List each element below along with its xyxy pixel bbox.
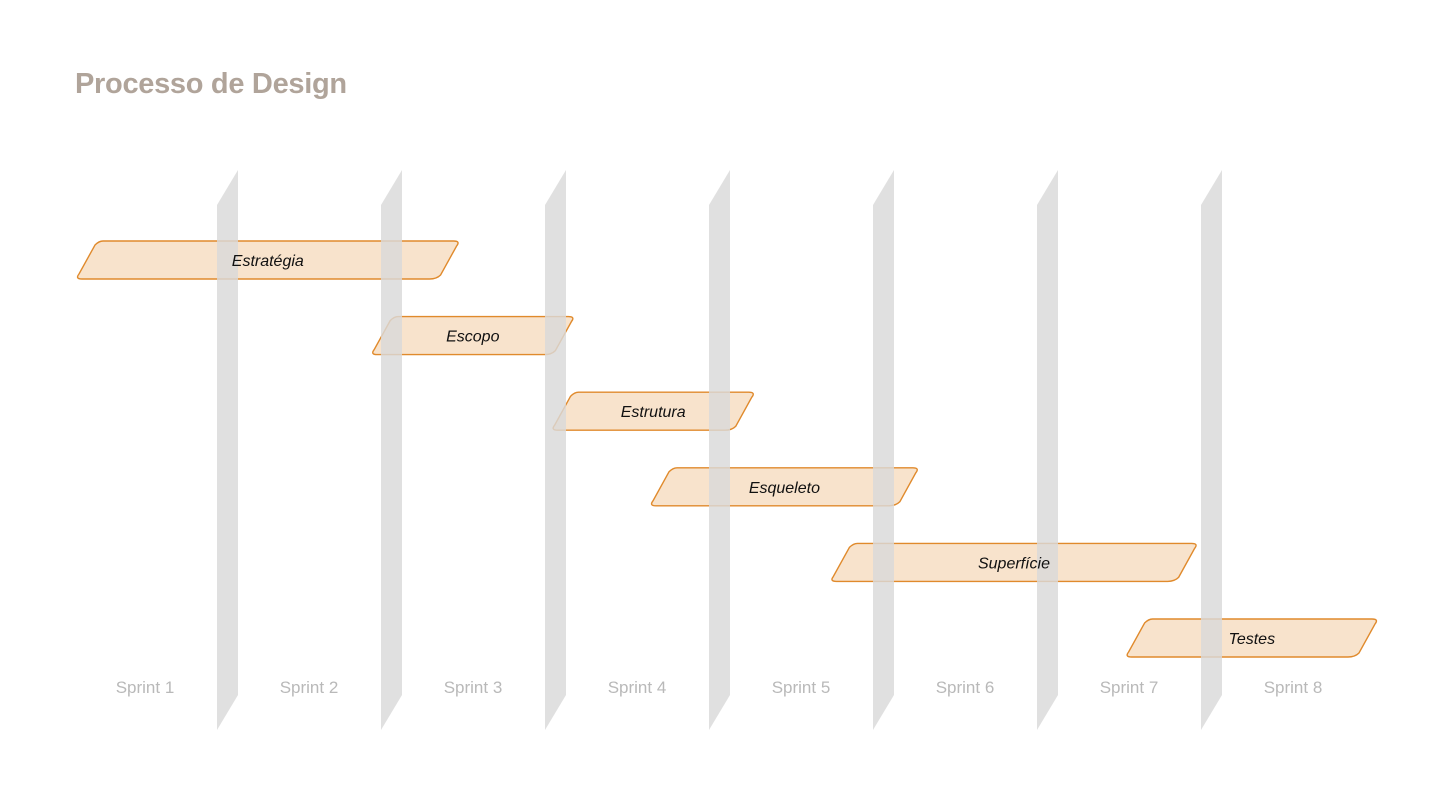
- sprint-divider: [545, 170, 566, 730]
- sprint-label: Sprint 6: [936, 678, 995, 697]
- phase-label: Testes: [1229, 631, 1276, 648]
- sprint-label: Sprint 2: [280, 678, 339, 697]
- phases-layer: [76, 240, 1378, 658]
- phase-label: Superfície: [978, 555, 1050, 572]
- sprint-labels-layer: Sprint 1 Sprint 2 Sprint 3 Sprint 4 Sprint 5…: [116, 678, 1323, 697]
- sprint-label: Sprint 1: [116, 678, 175, 697]
- sprint-divider: [381, 170, 402, 730]
- phase-label: Estrutura: [621, 404, 686, 421]
- phase-label: Escopo: [446, 329, 499, 346]
- sprint-label: Sprint 5: [772, 678, 831, 697]
- phase-bar: [831, 542, 1197, 583]
- sprint-divider: [873, 170, 894, 730]
- sprint-label: Sprint 8: [1264, 678, 1323, 697]
- phase-bar: [76, 240, 459, 280]
- sprint-divider: [709, 170, 730, 730]
- sprint-divider: [217, 170, 238, 730]
- phase-label: Estratégia: [232, 253, 304, 270]
- sprint-divider: [1201, 170, 1222, 730]
- sprint-label: Sprint 7: [1100, 678, 1159, 697]
- page-title: Processo de Design: [75, 68, 347, 100]
- sprint-label: Sprint 3: [444, 678, 503, 697]
- phase-label: Esqueleto: [749, 480, 820, 497]
- phase-bar: [1126, 618, 1378, 658]
- dividers-layer: [217, 170, 1222, 730]
- sprint-divider: [1037, 170, 1058, 730]
- phase-labels-layer: EstratégiaEscopoEstruturaEsqueletoSuperf…: [232, 253, 1275, 648]
- sprint-label: Sprint 4: [608, 678, 667, 697]
